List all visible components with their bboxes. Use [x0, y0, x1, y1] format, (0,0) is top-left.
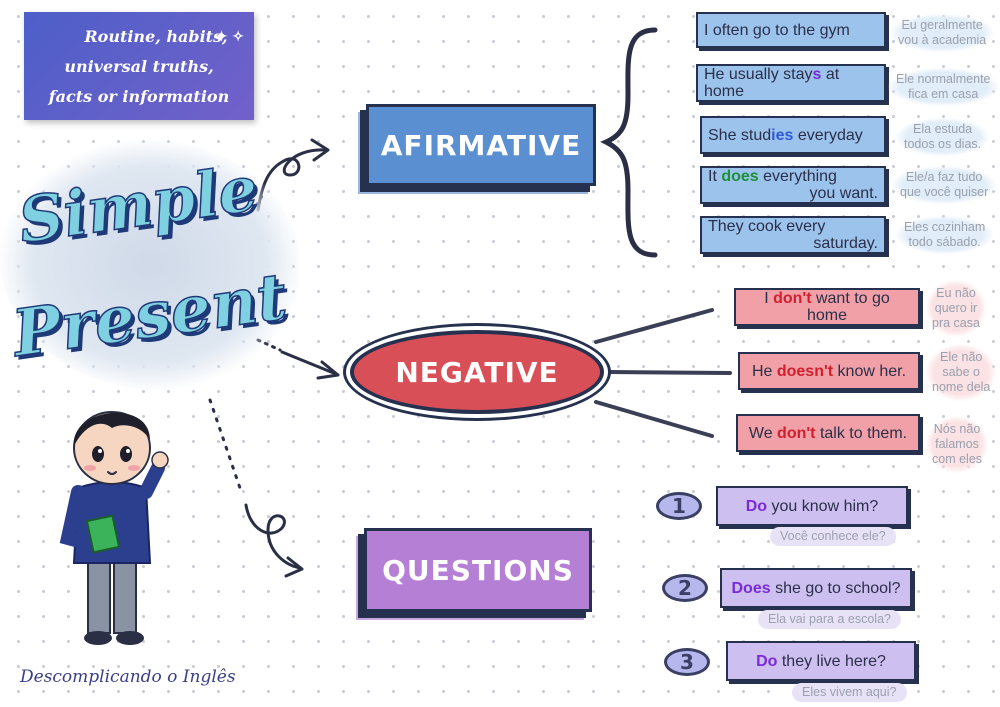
translation-line: Eles cozinham	[904, 220, 986, 234]
affirmative-sentence-2: He usually stays at home	[696, 64, 886, 102]
translation-line: com eles	[932, 452, 983, 466]
translation-line: pra casa	[932, 316, 980, 330]
affirmative-sentence-1: I often go to the gym	[696, 12, 886, 48]
title-cloud	[0, 140, 300, 390]
note-line-3: facts or information	[48, 87, 230, 106]
sentence-text: She stud	[708, 126, 772, 144]
sentence-text: We	[748, 424, 778, 442]
affirmative-translation-1: Eu geralmente vou à academia	[890, 14, 995, 52]
sentence-text: saturday.	[813, 235, 878, 252]
negation-highlight: don't	[777, 424, 816, 442]
translation-line: nome dela	[932, 380, 991, 394]
translation-line: sabe o	[942, 365, 980, 379]
note-line-1: Routine, habits,	[84, 27, 228, 46]
negative-box: NEGATIVE	[350, 330, 604, 414]
sentence-text: He usually stay	[704, 66, 813, 83]
negative-translation-1: Eu não quero ir pra casa	[926, 280, 986, 337]
sentence-text: you want.	[809, 185, 878, 202]
translation-line: fica em casa	[908, 87, 979, 101]
sentence-text: she go to school?	[770, 579, 901, 597]
curly-arrow-icon	[256, 148, 327, 212]
auxiliary-highlight: Does	[731, 579, 771, 597]
sentence-text: you know him?	[767, 497, 879, 515]
question-translation-2: Ela vai para a escola?	[758, 610, 901, 629]
verb-highlight: does	[721, 168, 759, 185]
arrow-to-negative-icon	[280, 350, 338, 376]
sentence-text: want to go home	[806, 290, 890, 324]
negation-highlight: don't	[773, 290, 812, 307]
translation-line: todos os dias.	[904, 137, 982, 151]
translation-line: Ele normalmente	[896, 72, 991, 86]
translation-line: Nós não	[933, 422, 981, 436]
translation-line: quero ir	[934, 301, 978, 315]
sentence-text: I	[764, 290, 774, 307]
affirmative-translation-4: Ele/a faz tudo que você quiser	[892, 166, 997, 204]
affirmative-sentence-5: They cook every saturday.	[700, 216, 886, 254]
negative-translation-3: Nós não falamos com eles	[926, 416, 989, 473]
affirmative-translation-5: Eles cozinham todo sábado.	[896, 216, 994, 254]
sentence-text: they live here?	[777, 652, 886, 670]
affirmative-translation-3: Ela estuda todos os dias.	[896, 118, 990, 156]
negative-sentence-1: I don't want to go home	[734, 288, 920, 326]
question-sentence-1: Do you know him?	[716, 486, 908, 526]
definition-note: ✦ ✧ Routine, habits, universal truths, f…	[24, 12, 254, 120]
sentence-text: He	[751, 362, 777, 380]
negation-highlight: doesn't	[776, 362, 834, 380]
question-translation-1: Você conhece ele?	[770, 527, 896, 546]
sentence-text: everyday	[793, 126, 863, 144]
translation-line: Eu geralmente	[901, 18, 983, 32]
affirmative-box: AFIRMATIVE	[366, 104, 596, 186]
affirmative-sentence-3: She studies everyday	[700, 116, 886, 154]
footer-credit: Descomplicando o Inglês	[20, 667, 236, 687]
curly-arrow-to-questions-icon	[244, 503, 302, 570]
number-badge-1: 1	[656, 492, 702, 520]
sentence-text: everything	[758, 168, 837, 185]
auxiliary-highlight: Do	[745, 497, 768, 515]
verb-ending-highlight: ies	[771, 126, 794, 144]
sentence-text: talk to them.	[815, 424, 908, 442]
translation-line: todo sábado.	[908, 235, 981, 249]
sentence-text: know her.	[833, 362, 907, 380]
sentence-text: at home	[704, 66, 840, 100]
translation-line: Ele não	[939, 350, 983, 364]
translation-line: Ele/a faz tudo	[905, 170, 983, 184]
negative-translation-2: Ele não sabe o nome dela	[926, 344, 997, 401]
translation-line: Ela estuda	[913, 122, 973, 136]
questions-box: QUESTIONS	[364, 528, 592, 612]
sparkle-icon: ✦ ✧	[215, 29, 244, 45]
brace-icon	[600, 27, 658, 258]
negative-sentence-3: We don't talk to them.	[736, 414, 920, 452]
translation-line: que você quiser	[900, 185, 989, 199]
sentence-text: They cook every	[708, 218, 826, 235]
note-line-2: universal truths,	[64, 57, 214, 76]
question-sentence-3: Do they live here?	[726, 641, 916, 681]
negative-sentence-2: He doesn't know her.	[738, 352, 920, 390]
verb-ending-highlight: s	[812, 66, 822, 83]
number-badge-3: 3	[664, 648, 710, 676]
student-character-illustration	[59, 411, 169, 645]
affirmative-sentence-4: It does everything you want.	[700, 166, 886, 204]
translation-line: Eu não	[936, 286, 976, 300]
auxiliary-highlight: Do	[756, 652, 778, 670]
sentence-text: It	[708, 168, 722, 185]
translation-line: falamos	[935, 437, 979, 451]
sentence-text: I often go to the gym	[704, 21, 850, 39]
question-translation-3: Eles vivem aqui?	[792, 683, 907, 702]
number-badge-2: 2	[662, 574, 708, 602]
affirmative-translation-2: Ele normalmente fica em casa	[888, 68, 999, 106]
translation-line: vou à academia	[898, 33, 987, 47]
question-sentence-2: Does she go to school?	[720, 568, 912, 608]
